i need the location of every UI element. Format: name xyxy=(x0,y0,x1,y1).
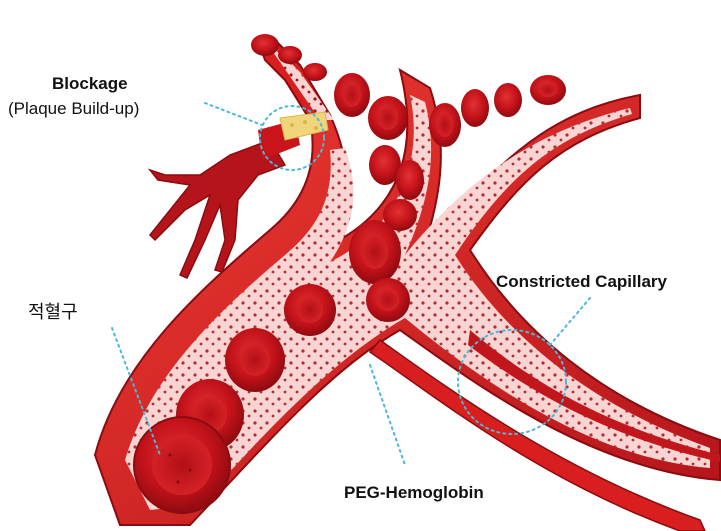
capillary-callout-line xyxy=(550,298,590,345)
red-blood-cell-icon xyxy=(494,83,522,117)
red-blood-cell-icon xyxy=(461,89,489,127)
peg-hemoglobin-label: PEG-Hemoglobin xyxy=(344,483,484,503)
red-blood-cell-icon xyxy=(251,34,279,56)
constricted-capillary-label: Constricted Capillary xyxy=(496,272,667,292)
plaque-label: (Plaque Build-up) xyxy=(8,99,139,119)
peg-callout-line xyxy=(370,365,405,465)
red-blood-cell-icon xyxy=(396,160,424,200)
red-blood-cell-icon xyxy=(278,46,302,64)
blockage-label: Blockage xyxy=(52,74,128,94)
red-blood-cell-icon xyxy=(303,63,327,81)
rbc-label: 적혈구 xyxy=(28,298,78,324)
blockage-callout-line xyxy=(205,103,262,125)
